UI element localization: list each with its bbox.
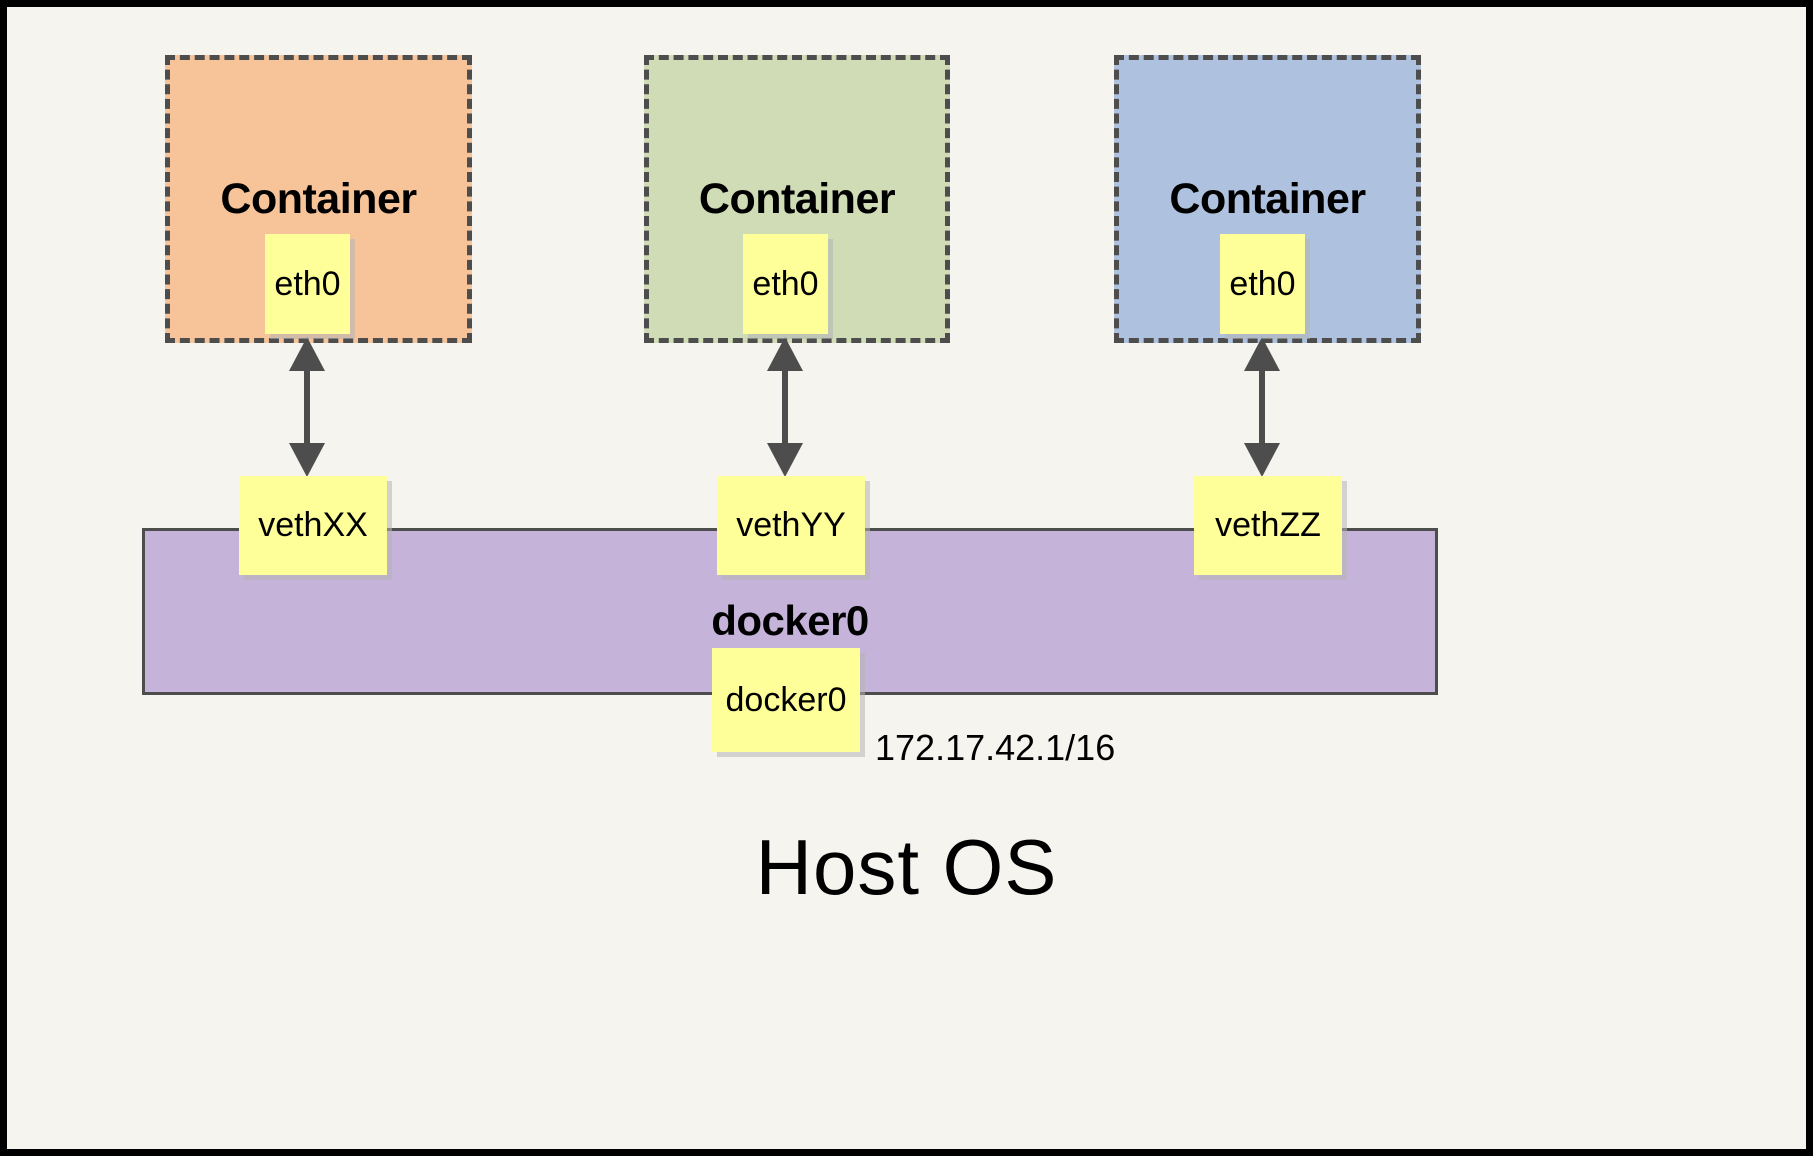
docker0-iface-box: docker0 [712, 648, 860, 752]
container-title-1: Container [220, 175, 417, 223]
docker0-ip-address: 172.17.42.1/16 [875, 727, 1116, 768]
eth0-box-3: eth0 [1220, 234, 1305, 334]
vethzz-box: vethZZ [1194, 476, 1342, 575]
eth0-box-1: eth0 [265, 234, 350, 334]
container-title-2: Container [698, 175, 896, 223]
vethyy-box: vethYY [717, 476, 865, 575]
container-title-3: Container [1169, 175, 1366, 223]
eth0-label-2: eth0 [752, 264, 819, 303]
veth-pair-arrow-2 [767, 337, 803, 477]
veth-pair-arrow-1 [289, 337, 325, 477]
vethyy-label: vethYY [736, 506, 846, 544]
eth0-label-3: eth0 [1229, 264, 1296, 303]
vethzz-label: vethZZ [1215, 506, 1321, 544]
docker0-bridge-label: docker0 [711, 597, 869, 644]
vethxx-label: vethXX [258, 506, 368, 544]
diagram-stage: Container Container Container eth0 eth0 … [7, 7, 1806, 1149]
veth-pair-arrow-3 [1244, 337, 1280, 477]
docker0-iface-label: docker0 [725, 680, 847, 719]
host-os-label: Host OS [755, 823, 1058, 911]
eth0-label-1: eth0 [274, 264, 341, 303]
vethxx-box: vethXX [239, 476, 387, 575]
eth0-box-2: eth0 [743, 234, 828, 334]
